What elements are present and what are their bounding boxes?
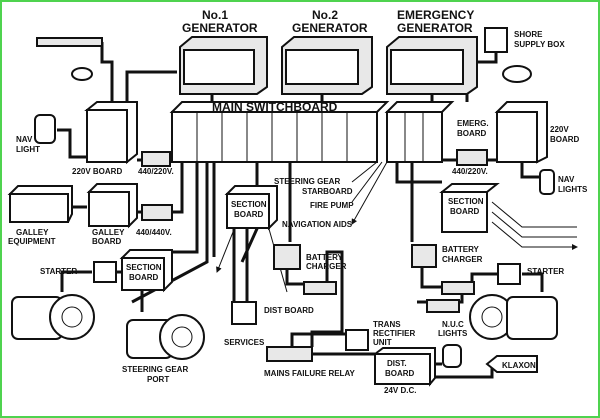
trans-rectifier-unit: TRANS RECTIFIER UNIT	[345, 320, 415, 351]
battery-charger-right: BATTERY CHARGER	[411, 244, 483, 313]
gen1-label-1: No.1	[202, 8, 228, 22]
section-left-label-2: BOARD	[129, 273, 159, 282]
gen2-label-2: GENERATOR	[292, 21, 368, 35]
fire-pump-label: FIRE PUMP	[310, 201, 354, 210]
nav-lights-label-1: NAV	[558, 175, 575, 184]
motor-left	[11, 294, 95, 340]
shore-supply-box: SHORE SUPPLY BOX	[484, 27, 565, 83]
transformer-galley: 440/440V.	[136, 204, 173, 237]
galley-equipment-label-2: EQUIPMENT	[8, 237, 56, 246]
transformer-right: 440/220V.	[452, 149, 488, 176]
galley-equipment: GALLEY EQUIPMENT	[7, 185, 73, 246]
nav-lights-label-2: LIGHTS	[558, 185, 588, 194]
starter-right-label: STARTER	[527, 267, 564, 276]
trans-galley-label: 440/440V.	[136, 228, 172, 237]
gen1-label-2: GENERATOR	[182, 21, 258, 35]
emerg-board-label-1: EMERG.	[457, 119, 489, 128]
dist-board-label: DIST BOARD	[264, 306, 314, 315]
nuc-lights: N.U.C LIGHTS	[438, 320, 468, 368]
klaxon: KLAXON	[485, 355, 538, 373]
dc-24v-label: 24V D.C.	[384, 386, 416, 395]
battery-charger-center-label-2: CHARGER	[306, 262, 347, 271]
trans-rectifier-label-1: TRANS	[373, 320, 401, 329]
section-board-center: SECTION BOARD	[224, 185, 278, 231]
battery-charger-center-label-1: BATTERY	[306, 253, 344, 262]
shore-label-2: SUPPLY BOX	[514, 40, 565, 49]
steering-starboard-label-2: STARBOARD	[302, 187, 353, 196]
galley-board-label-1: GALLEY	[92, 228, 125, 237]
services-label: SERVICES	[224, 338, 265, 347]
trans-rectifier-label-2: RECTIFIER	[373, 329, 415, 338]
nav-light: NAV LIGHT	[16, 114, 56, 154]
emgen-label-2: GENERATOR	[397, 21, 473, 35]
galley-board-label-2: BOARD	[92, 237, 122, 246]
deck-lamp	[36, 37, 103, 81]
transformer-left: 440/220V.	[138, 151, 174, 176]
generator-1: No.1 GENERATOR	[179, 8, 268, 95]
starter-left-label: STARTER	[40, 267, 77, 276]
section-board-right: SECTION BOARD	[439, 183, 500, 233]
battery-charger-right-label-1: BATTERY	[442, 245, 480, 254]
galley-board: GALLEY BOARD	[86, 183, 138, 246]
section-left-label-1: SECTION	[126, 263, 162, 272]
nuc-lights-label-2: LIGHTS	[438, 329, 468, 338]
motor-right	[469, 294, 558, 340]
dist-board-services: DIST BOARD SERVICES	[224, 301, 314, 347]
trans-left-label: 440/220V.	[138, 167, 174, 176]
section-right-label-2: BOARD	[450, 207, 480, 216]
emgen-label-1: EMERGENCY	[397, 8, 474, 22]
steering-gear-port-motor: STEERING GEAR PORT	[122, 314, 205, 384]
dist-dc-label-2: BOARD	[385, 369, 415, 378]
battery-charger-right-label-2: CHARGER	[442, 255, 483, 264]
steering-starboard-label-1: STEERING GEAR	[274, 177, 340, 186]
wiring	[57, 42, 577, 379]
main-switchboard-label: MAIN SWITCHBOARD	[212, 100, 338, 114]
section-board-left: SECTION BOARD	[119, 249, 173, 293]
shore-label-1: SHORE	[514, 30, 543, 39]
section-center-label-2: BOARD	[234, 210, 264, 219]
section-center-label-1: SECTION	[231, 200, 267, 209]
trans-rectifier-label-3: UNIT	[373, 338, 392, 347]
emerg-board-label-2: BOARD	[457, 129, 487, 138]
gen2-label-1: No.2	[312, 8, 338, 22]
nav-light-label-2: LIGHT	[16, 145, 40, 154]
nav-light-label-1: NAV	[16, 135, 33, 144]
navigation-aids-label: NAVIGATION AIDS	[282, 220, 353, 229]
emergency-generator: EMERGENCY GENERATOR	[386, 8, 478, 95]
dist-board-24v: DIST. BOARD 24V D.C.	[372, 347, 436, 395]
generator-2: No.2 GENERATOR	[281, 8, 373, 95]
battery-charger-center: BATTERY CHARGER	[273, 244, 347, 295]
dist-dc-label-1: DIST.	[387, 359, 407, 368]
galley-equipment-label-1: GALLEY	[16, 228, 49, 237]
nuc-lights-label-1: N.U.C	[442, 320, 464, 329]
starter-right: STARTER	[497, 263, 564, 285]
mains-failure-relay: MAINS FAILURE RELAY	[264, 346, 355, 378]
220v-right-label-1: 220V	[550, 125, 569, 134]
emergency-feeders: STEERING GEAR STARBOARD FIRE PUMP NAVIGA…	[274, 177, 354, 229]
220v-right-label-2: BOARD	[550, 135, 580, 144]
emergency-board: EMERG. BOARD	[384, 101, 489, 163]
220v-board-left: 220V BOARD	[72, 101, 138, 176]
220v-left-label: 220V BOARD	[72, 167, 122, 176]
section-right-label-1: SECTION	[448, 197, 484, 206]
klaxon-label: KLAXON	[502, 361, 536, 370]
220v-board-right: 220V BOARD	[494, 101, 580, 164]
nav-lights: NAV LIGHTS	[539, 169, 588, 195]
trans-right-label: 440/220V.	[452, 167, 488, 176]
main-switchboard: MAIN SWITCHBOARD	[169, 100, 390, 163]
steering-port-label-1: STEERING GEAR	[122, 365, 188, 374]
mains-failure-relay-label: MAINS FAILURE RELAY	[264, 369, 355, 378]
steering-port-label-2: PORT	[147, 375, 169, 384]
starter-left: STARTER	[40, 261, 117, 283]
